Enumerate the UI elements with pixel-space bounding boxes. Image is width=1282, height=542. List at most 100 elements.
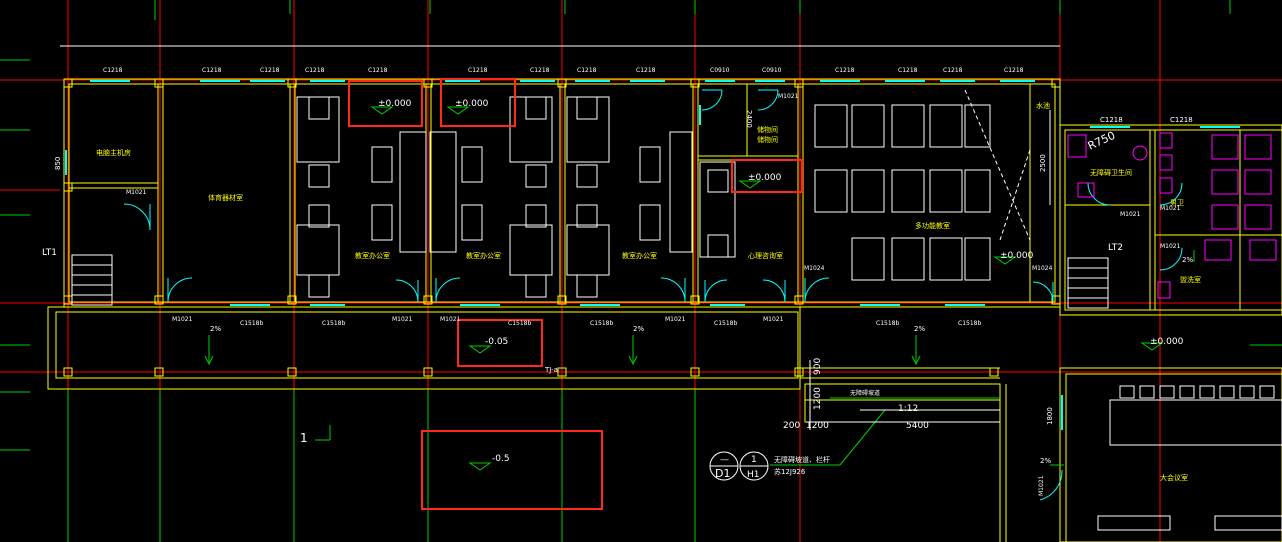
room-name: 水池 — [1036, 101, 1050, 110]
stair-label-left: LT1 — [42, 248, 57, 258]
callout-top: — — [720, 455, 729, 465]
window-label: C1518b — [322, 320, 345, 327]
door-label: M1021 — [392, 316, 413, 323]
slope-label: 2% — [914, 325, 925, 333]
ramp-slope: 1:12 — [898, 404, 918, 414]
window-label: C0910 — [762, 67, 782, 74]
elevation-label: -0.5 — [492, 454, 510, 464]
dim-label: 850 — [54, 157, 62, 170]
elevation-label: -0.05 — [485, 337, 508, 347]
door-label: M1021 — [440, 316, 461, 323]
room-name: 多功能教室 — [915, 221, 950, 230]
window-label: C1218 — [898, 67, 918, 74]
ramp-dim-v2: 900 — [813, 358, 823, 375]
window-label: C1518b — [240, 320, 263, 327]
door-label: M1021 — [1038, 475, 1045, 496]
dim-label: 2400 — [745, 110, 753, 128]
dim-label: 1800 — [1046, 407, 1054, 425]
room-name: 储物间 — [757, 125, 778, 134]
doors — [123, 89, 1183, 501]
window-label: C1218 — [468, 67, 488, 74]
slope-arrows — [204, 110, 1195, 466]
door-label: M1021 — [1160, 205, 1181, 212]
radius-label: R750 — [1086, 129, 1117, 153]
elevation-label: ±0.000 — [748, 173, 782, 183]
dim-label: 2500 — [1039, 154, 1047, 172]
highlight-boxes — [348, 78, 803, 510]
room-name: 教室办公室 — [355, 251, 390, 260]
ramp-detail-note: 无障碍坡道、栏杆 — [774, 455, 830, 464]
toilet-fixtures — [1067, 132, 1277, 299]
ramp-title: 无障碍坡道 — [850, 389, 880, 397]
door-label: M1021 — [763, 316, 784, 323]
axis-mark: 1 — [300, 431, 308, 445]
window-label: C1518b — [714, 320, 737, 327]
window-label: C1218 — [368, 67, 388, 74]
slope-label: 2% — [633, 325, 644, 333]
elevation-label: ±0.000 — [455, 99, 489, 109]
room-name: 体育器材室 — [208, 193, 243, 202]
office-furniture — [296, 96, 736, 298]
elevation-label: ±0.000 — [1150, 337, 1184, 347]
highlight-outside — [421, 430, 603, 510]
stairs — [71, 254, 1109, 309]
door-label: M1021 — [665, 316, 686, 323]
callout-bottom: H1 — [747, 470, 760, 480]
room-name: 教室办公室 — [466, 251, 501, 260]
window-label: C1218 — [577, 67, 597, 74]
ramp-dim-b: 1200 — [806, 421, 829, 431]
classroom-desks — [814, 89, 1031, 281]
slope-label: 2% — [1040, 457, 1051, 465]
window-label: C1518b — [958, 320, 981, 327]
door-label: M1021 — [1120, 211, 1141, 218]
ramp-dim-a: 200 — [783, 421, 800, 431]
columns — [63, 78, 1061, 377]
hall-seating — [1097, 385, 1282, 531]
door-label: M1021 — [778, 93, 799, 100]
elevation-symbols — [370, 106, 1164, 471]
elevation-label: ±0.000 — [378, 99, 412, 109]
window-label: C1218 — [636, 67, 656, 74]
window-label: C1218 — [530, 67, 550, 74]
callout-top: 1 — [751, 455, 757, 465]
room-name: 教室办公室 — [622, 251, 657, 260]
room-name: 无障碍卫生间 — [1090, 168, 1132, 177]
window-label: C1218 — [305, 67, 325, 74]
window-label: C1218 — [943, 67, 963, 74]
highlight-elev-2 — [440, 78, 516, 127]
walls — [47, 78, 1282, 542]
door-label: M1021 — [172, 316, 193, 323]
room-name: 储物间 — [757, 135, 778, 144]
tj-label: TJ-a — [544, 366, 558, 374]
slope-label: 2% — [210, 325, 221, 333]
window-label: C1518b — [590, 320, 613, 327]
slope-label: 2% — [1182, 256, 1193, 264]
windows — [65, 80, 1240, 430]
door-label: M1024 — [1032, 265, 1053, 272]
highlight-elev-1 — [348, 80, 423, 127]
room-name: 大会议室 — [1160, 473, 1188, 482]
window-label: C1218 — [202, 67, 222, 74]
door-label: M1024 — [804, 265, 825, 272]
door-label: M1021 — [126, 189, 147, 196]
window-label: C1518b — [876, 320, 899, 327]
window-label: C1518b — [508, 320, 531, 327]
window-label: C0910 — [710, 67, 730, 74]
room-name: 男卫 — [1170, 199, 1184, 207]
window-label: C1218 — [1170, 116, 1193, 124]
ramp-detail-ref: 苏12J926 — [774, 467, 806, 476]
window-label: C1218 — [260, 67, 280, 74]
callout-bottom: D1 — [715, 467, 730, 480]
window-label: C1218 — [1004, 67, 1024, 74]
ramp-dim-total: 5400 — [906, 421, 929, 431]
room-name: 心理咨询室 — [748, 251, 783, 260]
window-label: C1218 — [1100, 116, 1123, 124]
detail-callouts — [709, 451, 769, 481]
highlight-elev-3 — [731, 159, 803, 193]
elevation-label: ±0.000 — [1000, 251, 1034, 261]
stair-label-right: LT2 — [1108, 243, 1123, 253]
